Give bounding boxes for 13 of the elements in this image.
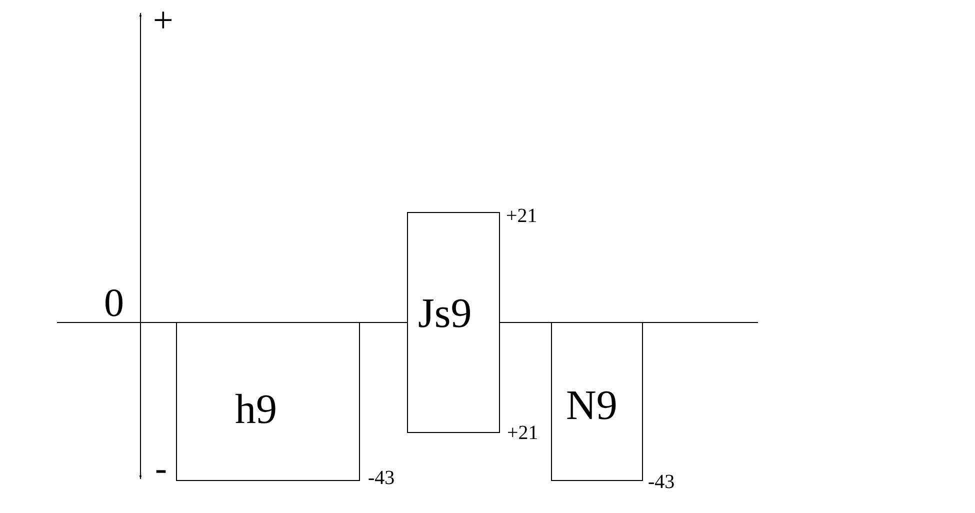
tolerance-zone-box (407, 212, 500, 433)
tolerance-zone-box (551, 322, 643, 481)
deviation-value: +21 (506, 206, 538, 226)
minus-sign: - (155, 450, 167, 486)
deviation-value: +21 (507, 423, 538, 443)
deviation-value: -43 (648, 472, 675, 492)
deviation-value: -43 (368, 468, 395, 488)
tolerance-class-label: Js9 (418, 293, 472, 335)
tolerance-class-label: N9 (566, 385, 618, 427)
tolerance-class-label: h9 (235, 389, 277, 431)
plus-sign: + (153, 2, 174, 38)
tolerance-zone-box (176, 322, 360, 481)
zero-label: 0 (104, 283, 124, 323)
